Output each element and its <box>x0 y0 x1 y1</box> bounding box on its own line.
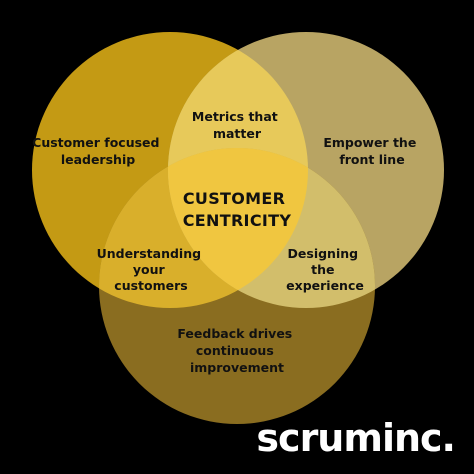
label-bottom: Feedback drives continuous improvement <box>177 326 296 375</box>
label-overlap-right: Designing the experience <box>286 246 364 293</box>
label-overlap-top: Metrics that matter <box>192 109 282 141</box>
label-center: CUSTOMER CENTRICITY <box>183 189 292 230</box>
scruminc-logo: scruminc. <box>256 416 455 460</box>
label-top-right: Empower the front line <box>323 135 420 167</box>
label-overlap-left: Understanding your customers <box>97 246 206 293</box>
label-top-left: Customer focused leadership <box>32 135 164 167</box>
